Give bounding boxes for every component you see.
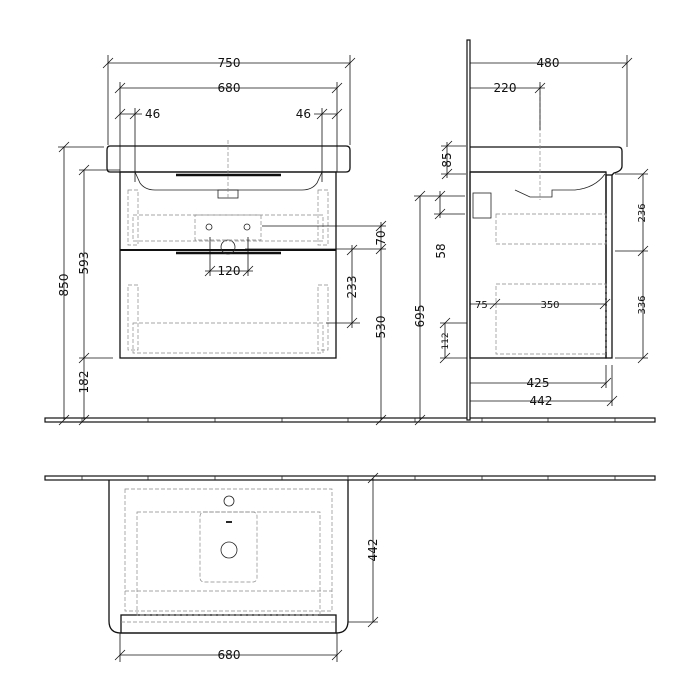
dim-112: 112: [441, 332, 451, 349]
top-dimensions: 680 442: [114, 472, 380, 662]
dim-58: 58: [434, 243, 448, 258]
front-view: [106, 140, 351, 359]
front-dimensions: 750 680 46 46 850 593 182 120 70 233 530: [57, 55, 388, 426]
dim-46-right: 46: [296, 107, 311, 121]
dim-350: 350: [540, 300, 559, 311]
dim-182: 182: [77, 371, 91, 394]
side-dimensions: 480 220 85 236 336 695 58 112 75 350 425…: [413, 55, 649, 426]
dim-680-top: 680: [218, 648, 241, 662]
dim-480: 480: [537, 56, 560, 70]
dim-75: 75: [475, 300, 488, 311]
top-view: [44, 475, 656, 634]
dim-236: 236: [637, 203, 648, 222]
dim-695: 695: [413, 305, 427, 328]
dim-750: 750: [218, 56, 241, 70]
dim-850: 850: [57, 274, 71, 297]
dim-220: 220: [494, 81, 517, 95]
dim-593: 593: [77, 252, 91, 275]
dim-233: 233: [345, 276, 359, 299]
dim-442: 442: [530, 394, 553, 408]
dim-46-left: 46: [145, 107, 160, 121]
dim-680: 680: [218, 81, 241, 95]
side-view: [469, 85, 623, 359]
floor-line: [44, 417, 656, 423]
dim-425: 425: [527, 376, 550, 390]
dim-530: 530: [374, 316, 388, 339]
dim-85: 85: [440, 152, 454, 167]
dim-336: 336: [637, 295, 648, 314]
dim-70: 70: [374, 230, 388, 245]
dim-442-top: 442: [366, 539, 380, 562]
dim-120: 120: [218, 264, 241, 278]
